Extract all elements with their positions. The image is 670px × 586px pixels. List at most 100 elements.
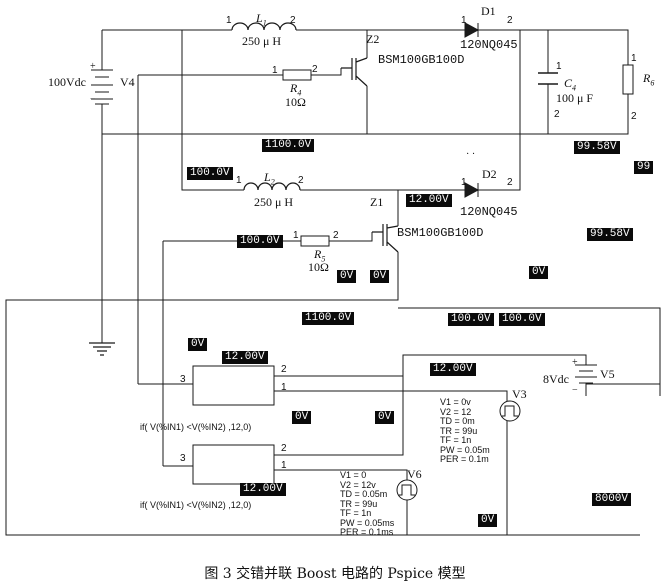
comparator-bottom-box: [192, 444, 275, 485]
v5-battery: [575, 355, 597, 396]
voltage-marker[interactable]: 8000V: [592, 493, 632, 506]
v5-value: 8Vdc: [543, 372, 569, 386]
voltage-marker[interactable]: 0V: [478, 514, 498, 527]
comp-bot-pin2: 2: [281, 443, 287, 454]
r5-label: R5: [314, 247, 326, 264]
voltage-marker[interactable]: 100.0V: [187, 167, 233, 180]
d2-part: 120NQ045: [460, 205, 518, 219]
d1-pin1: 1: [461, 15, 467, 26]
v4-value: 100Vdc: [48, 75, 86, 89]
r4-value: 10Ω: [285, 95, 306, 109]
pulse-icon-v6: [399, 484, 415, 496]
voltage-marker[interactable]: 12.00V: [222, 351, 268, 364]
voltage-marker[interactable]: 100.0V: [499, 313, 545, 326]
resistor-r4: [282, 69, 312, 81]
comp-bot-expr: if( V(%IN1) <V(%IN2) ,12,0): [140, 500, 252, 510]
wire-l1-l2: [181, 30, 521, 191]
r5-pin2: 2: [333, 230, 339, 241]
comp-top-pin2: 2: [281, 364, 287, 375]
l1-pin1: 1: [226, 15, 232, 26]
comparator-top-box: [192, 365, 275, 406]
z1-label: Z1: [370, 195, 384, 209]
z1-part: BSM100GB100D: [397, 226, 484, 240]
igbt-z2: [341, 57, 368, 87]
r6-label: R6: [643, 71, 655, 88]
voltage-marker[interactable]: 0V: [370, 270, 390, 283]
wire-r4: [138, 68, 342, 76]
comp-bot-pin3: 3: [180, 453, 186, 464]
v3-params: V1 = 0v V2 = 12 TD = 0m TR = 99u TF = 1n…: [440, 397, 490, 464]
l1-pin2: 2: [290, 15, 296, 26]
pulse-icon-v3: [502, 405, 518, 417]
comp-top-pin1: 1: [281, 382, 287, 393]
figure-caption: 图 3 交错并联 Boost 电路的 Pspice 模型: [204, 566, 466, 582]
d2-label: D2: [482, 167, 497, 181]
voltage-marker[interactable]: 0V: [188, 338, 208, 351]
capacitor-c4: [538, 72, 558, 85]
comp-top-expr: if( V(%IN1) <V(%IN2) ,12,0): [140, 422, 252, 432]
r4-pin2: 2: [312, 64, 318, 75]
z2-label: Z2: [366, 32, 380, 46]
wire-z1-bot: [5, 252, 640, 536]
d1-label: D1: [481, 4, 496, 18]
voltage-marker[interactable]: 0V: [375, 411, 395, 424]
v5-plus: +: [572, 357, 578, 368]
v5-label: V5: [600, 367, 615, 381]
voltage-marker[interactable]: 100.0V: [448, 313, 494, 326]
r6-pin2: 2: [631, 111, 637, 122]
v4-minus: −: [90, 94, 96, 105]
l2-label: L2: [264, 170, 275, 187]
voltage-marker[interactable]: 99.58V: [574, 141, 620, 154]
v6-label: V6: [407, 467, 422, 481]
c4-pin1: 1: [556, 61, 562, 72]
pulse-source-v6: [396, 479, 418, 501]
d1-part: 120NQ045: [460, 38, 518, 52]
diode-d1: [455, 22, 480, 38]
igbt-z1: [372, 224, 399, 253]
v4-plus: +: [90, 61, 96, 72]
voltage-marker[interactable]: 0V: [292, 411, 312, 424]
voltage-marker[interactable]: 99: [634, 161, 654, 174]
wire-top-rail: [102, 29, 629, 65]
r5-value: 10Ω: [308, 260, 329, 274]
comp-bot-pin1: 1: [281, 460, 287, 471]
inductor-l2: [243, 182, 301, 191]
wire-comp-bot: [163, 376, 408, 535]
voltage-marker[interactable]: 12.00V: [406, 194, 452, 207]
dots: · ·: [466, 149, 476, 160]
r4-pin1: 1: [272, 65, 278, 76]
voltage-marker[interactable]: 99.58V: [587, 228, 633, 241]
voltage-marker[interactable]: 12.00V: [430, 363, 476, 376]
voltage-marker[interactable]: 100.0V: [237, 235, 283, 248]
voltage-marker[interactable]: 1100.0V: [262, 139, 315, 152]
resistor-r6: [622, 64, 634, 95]
r6-pin1: 1: [631, 53, 637, 64]
v6-params: V1 = 0 V2 = 12v TD = 0.05m TR = 99u TF =…: [340, 470, 395, 537]
c4-value: 100 μ F: [556, 91, 594, 105]
d1-pin2: 2: [507, 15, 513, 26]
l2-value: 250 μ H: [254, 195, 294, 209]
diode-d2: [455, 182, 480, 198]
z2-part: BSM100GB100D: [378, 53, 465, 67]
voltage-marker[interactable]: 0V: [529, 266, 549, 279]
wire-bottom-rail: [102, 94, 629, 135]
l2-pin2: 2: [298, 175, 304, 186]
voltage-marker[interactable]: 12.00V: [240, 483, 286, 496]
l1-value: 250 μ H: [242, 34, 282, 48]
r4-label: R4: [290, 81, 302, 98]
v4-battery: [91, 69, 113, 105]
pulse-source-v3: [499, 400, 521, 422]
c4-pin2: 2: [554, 109, 560, 120]
d2-pin1: 1: [461, 177, 467, 188]
r5-pin1: 1: [293, 230, 299, 241]
voltage-marker[interactable]: 0V: [337, 270, 357, 283]
v3-label: V3: [512, 387, 527, 401]
inductor-l1: [231, 22, 297, 31]
voltage-marker[interactable]: 1100.0V: [302, 312, 355, 325]
ground-symbol: [89, 342, 115, 356]
d2-pin2: 2: [507, 177, 513, 188]
l2-pin1: 1: [236, 175, 242, 186]
l1-label: L1: [256, 11, 267, 28]
v4-label: V4: [120, 75, 135, 89]
